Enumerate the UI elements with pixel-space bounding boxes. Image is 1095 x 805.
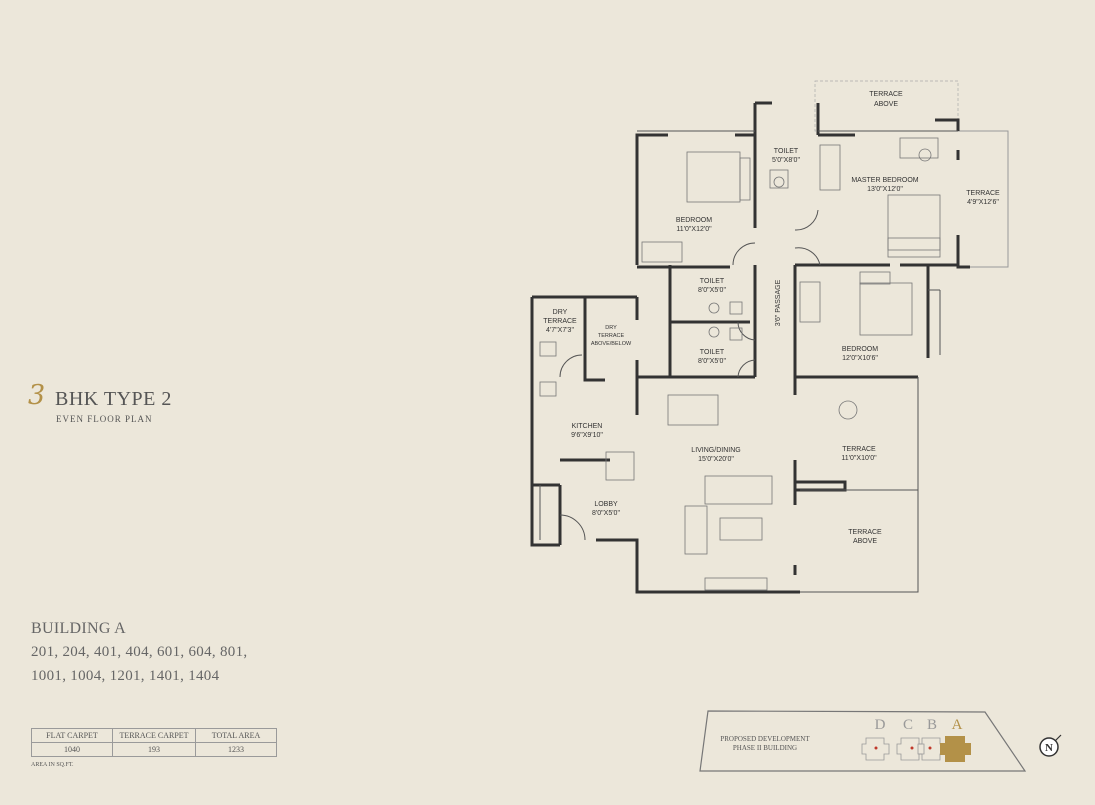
key-letter-a: A [952, 717, 963, 733]
toilet-top-size: 5'0"X8'0" [772, 157, 800, 164]
key-letter-b: B [927, 717, 937, 733]
area-table-value-row: 1040 193 1233 [31, 742, 277, 757]
key-plan-label-line1: PROPOSED DEVELOPMENT [720, 735, 810, 743]
toilet-mid2-size: 8'0"X5'0" [698, 358, 726, 365]
building-name: BUILDING A [31, 620, 126, 637]
key-plan-building-a-highlight [940, 736, 971, 762]
area-table-header-row: FLAT CARPET TERRACE CARPET TOTAL AREA [31, 728, 277, 743]
lobby-label: LOBBY [594, 501, 618, 508]
area-table: FLAT CARPET TERRACE CARPET TOTAL AREA 10… [31, 728, 277, 757]
key-plan-buildings [861, 737, 946, 761]
terrace-carpet-value: 193 [112, 742, 196, 757]
unit-numbers-line2: 1001, 1004, 1201, 1401, 1404 [31, 668, 220, 684]
exterior-walls [530, 101, 970, 594]
master-bedroom-label: MASTER BEDROOM [851, 177, 918, 184]
kitchen-size: 9'6"X9'10" [571, 432, 603, 439]
bedroom1-size: 11'0"X12'0" [676, 226, 712, 233]
total-area-value: 1233 [195, 742, 277, 757]
toilet-mid1-size: 8'0"X5'0" [698, 287, 726, 294]
flat-carpet-value: 1040 [31, 742, 113, 757]
terrace-mid-size: 11'0"X10'0" [841, 455, 877, 462]
terrace-mid-label: TERRACE [842, 446, 876, 453]
lobby-size: 8'0"X5'0" [592, 510, 620, 517]
dry-terrace-above-label-3: ABOVE/BELOW [591, 341, 632, 347]
compass-arrow-icon [1054, 734, 1062, 742]
dry-terrace-label-2: TERRACE [543, 318, 577, 325]
furniture [539, 137, 941, 591]
room-labels: TERRACE ABOVE TOILET 5'0"X8'0" MASTER BE… [543, 91, 1000, 545]
terrace-right-label: TERRACE [966, 190, 1000, 197]
terrace-right-size: 4'9"X12'6" [967, 199, 999, 206]
key-plan-label-line2: PHASE II BUILDING [733, 744, 797, 752]
living-dining-label: LIVING/DINING [691, 447, 740, 454]
key-plan: PROPOSED DEVELOPMENT PHASE II BUILDING D… [699, 710, 1027, 772]
bedroom2-size: 12'0"X10'6" [842, 355, 878, 362]
terrace-above-bottom-label-2: ABOVE [853, 538, 877, 545]
bedroom2-label: BEDROOM [842, 346, 878, 353]
dry-terrace-above-label-2: TERRACE [598, 333, 625, 339]
bhk-number: 3 [28, 380, 46, 411]
unit-numbers-line1: 201, 204, 401, 404, 601, 604, 801, [31, 644, 248, 660]
terrace-above-top-label-1: TERRACE [869, 91, 903, 98]
toilet-mid1-label: TOILET [700, 278, 725, 285]
north-compass: N [1039, 734, 1062, 757]
compass-north-label: N [1045, 742, 1053, 754]
terrace-right-outline [958, 130, 1009, 268]
key-letter-c: C [903, 717, 913, 733]
bedroom1-label: BEDROOM [676, 217, 712, 224]
master-bedroom-size: 13'0"X12'0" [867, 186, 903, 193]
plan-subtitle: EVEN FLOOR PLAN [56, 414, 153, 424]
terrace-above-bottom-label-1: TERRACE [848, 529, 882, 536]
key-plan-outline [699, 710, 1027, 772]
kitchen-label: KITCHEN [572, 423, 603, 430]
plan-type-title: BHK TYPE 2 [55, 388, 172, 410]
compass-circle [1039, 737, 1059, 757]
key-letter-d: D [875, 717, 886, 733]
toilet-top-label: TOILET [774, 148, 799, 155]
passage-label: 3'6" PASSAGE [775, 279, 782, 326]
dry-terrace-label-1: DRY [553, 309, 568, 316]
terrace-above-top-outline [814, 80, 959, 132]
living-dining-size: 15'0"X20'0" [698, 456, 734, 463]
terrace-above-top-label-2: ABOVE [874, 101, 898, 108]
dry-terrace-size: 4'7"X7'3" [546, 327, 574, 334]
area-unit-note: AREA IN SQ.FT. [31, 762, 74, 768]
dry-terrace-above-label-1: DRY [605, 325, 617, 331]
toilet-mid2-label: TOILET [700, 349, 725, 356]
interior-lines [539, 130, 958, 593]
